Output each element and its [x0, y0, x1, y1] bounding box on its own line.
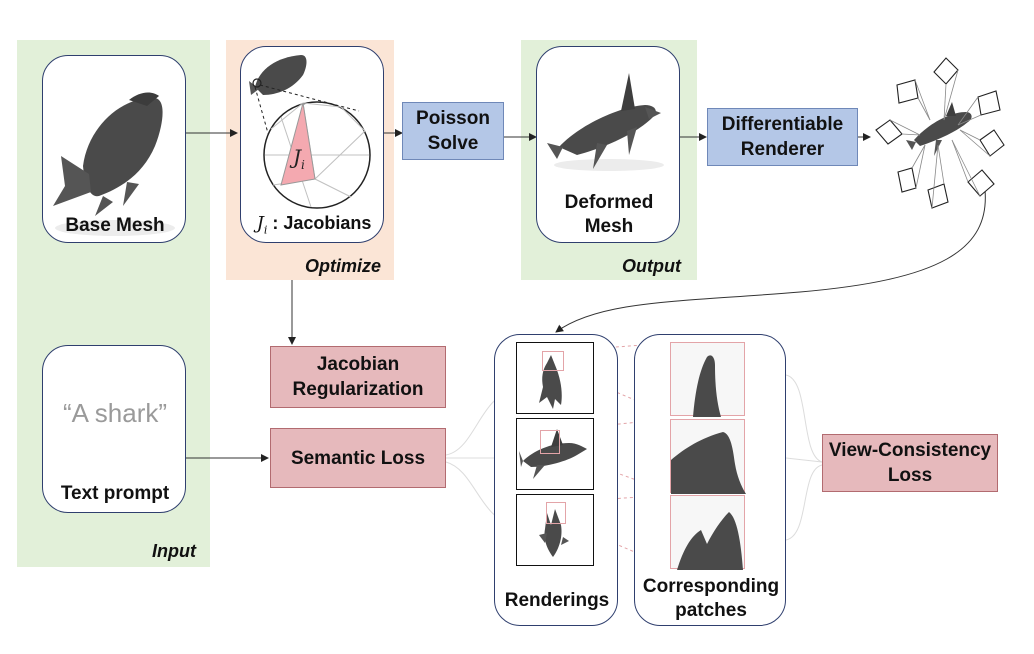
- jacobian-zoom-illustration: [249, 55, 371, 209]
- arrow-cameras-to-renderings: [555, 189, 986, 333]
- patches-label: Corresponding patches: [642, 576, 780, 621]
- output-section-label: Output: [622, 256, 681, 276]
- highlight-region: [542, 351, 564, 371]
- camera-icon: [875, 119, 903, 145]
- input-section-label: Input: [152, 541, 196, 561]
- base-mesh-label: Base Mesh: [65, 215, 165, 236]
- renderings-label: Renderings: [504, 590, 610, 611]
- camera-icon: [933, 57, 959, 85]
- patch-2: [670, 419, 746, 494]
- rendering-view-1: [516, 342, 594, 414]
- base-mesh-card: Base Mesh: [42, 55, 186, 243]
- jacobian-regularization-box: Jacobian Regularization: [270, 346, 446, 408]
- optimize-section-label: Optimize: [305, 256, 382, 276]
- highlight-region: [546, 502, 566, 524]
- prompt-label: Text prompt: [60, 483, 170, 504]
- rendering-view-2: [516, 418, 594, 490]
- text-prompt-card: “A shark” Text prompt: [42, 345, 186, 513]
- fish-mesh-icon: [53, 92, 175, 236]
- patch-3: [670, 495, 745, 570]
- deformed-mesh-label: Deformed Mesh: [564, 192, 654, 237]
- view-consistency-loss-box: View-Consistency Loss: [822, 434, 998, 492]
- camera-icon: [897, 167, 917, 193]
- patch-1: [670, 342, 745, 417]
- differentiable-renderer-box: Differentiable Renderer: [707, 108, 858, 166]
- camera-icon: [977, 90, 1001, 116]
- shark-mesh-icon: [547, 73, 664, 171]
- jacobian-symbol-in-triangle: Ji: [293, 145, 305, 172]
- camera-icon: [896, 79, 919, 104]
- camera-icon: [967, 169, 995, 197]
- camera-icon: [979, 129, 1005, 157]
- poisson-solve-box: Poisson Solve: [402, 102, 504, 160]
- prompt-text: “A shark”: [62, 398, 168, 428]
- jacobians-card: Ji Ji : Jacobians: [240, 46, 384, 243]
- deformed-mesh-card: Deformed Mesh: [536, 46, 680, 243]
- camera-icon: [927, 183, 949, 209]
- jacobians-label: Ji : Jacobians: [256, 213, 372, 237]
- highlight-region: [540, 430, 560, 454]
- rendering-view-3: [516, 494, 594, 566]
- semantic-loss-box: Semantic Loss: [270, 428, 446, 488]
